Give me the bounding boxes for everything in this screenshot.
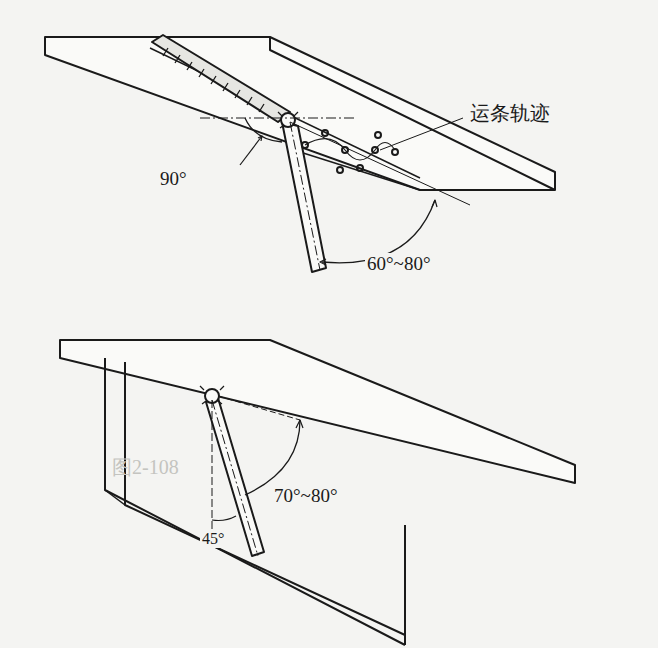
angle-label: 90° (158, 168, 189, 189)
callout-label: 运条轨迹 (468, 102, 552, 124)
angle-label: 70°~80° (272, 485, 339, 506)
angle-label: 45° (200, 530, 226, 548)
angle-label: 60°~80° (365, 253, 432, 274)
watermark-figure-number: 图2-108 (112, 457, 179, 477)
